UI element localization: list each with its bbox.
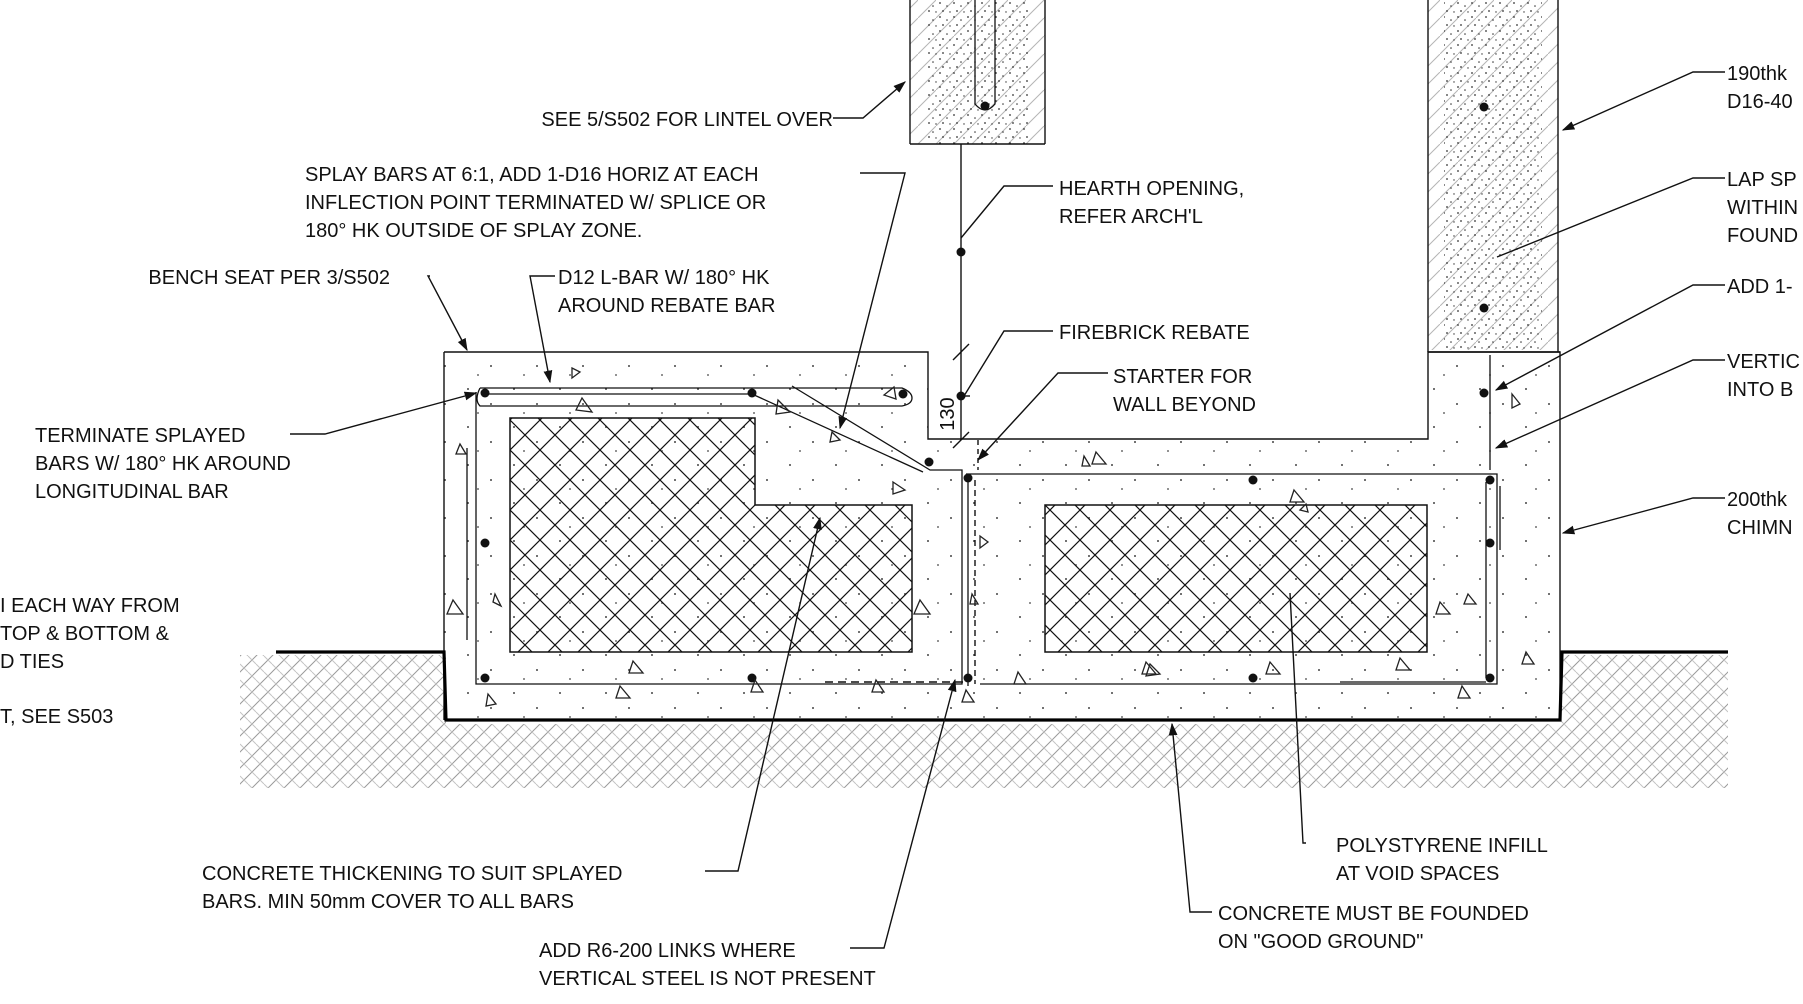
note-starter-line-2: WALL BEYOND: [1113, 394, 1256, 416]
note-founded-line-2: ON "GOOD GROUND": [1218, 931, 1423, 953]
note-190thk-line-2: D16-40: [1727, 91, 1793, 113]
note-each-way-line-3: D TIES: [0, 651, 64, 673]
note-poly-line-2: AT VOID SPACES: [1336, 863, 1499, 885]
note-splay-line-3: 180° HK OUTSIDE OF SPLAY ZONE.: [305, 220, 642, 242]
note-each-way-line-2: TOP & BOTTOM &: [0, 623, 170, 645]
dimension-label: 130: [937, 397, 959, 430]
note-add1: ADD 1-: [1727, 276, 1793, 298]
note-thickening-line-1: CONCRETE THICKENING TO SUIT SPLAYED: [202, 863, 622, 885]
polystyrene-void-left: [509, 417, 913, 653]
note-terminate-line-1: TERMINATE SPLAYED: [35, 425, 245, 447]
wall-left-blockwork: [909, 0, 1046, 145]
note-190thk-line-1: 190thk: [1727, 63, 1788, 85]
note-bench: BENCH SEAT PER 3/S502: [148, 267, 390, 289]
note-lap-line-2: WITHIN: [1727, 197, 1798, 219]
note-splay-line-2: INFLECTION POINT TERMINATED W/ SPLICE OR: [305, 192, 766, 214]
leader-lines: [290, 71, 1725, 949]
note-lbar-line-2: AROUND REBATE BAR: [558, 295, 775, 317]
note-see-s503: T, SEE S503: [0, 706, 113, 728]
note-lintel: SEE 5/S502 FOR LINTEL OVER: [541, 109, 833, 131]
note-founded-line-1: CONCRETE MUST BE FOUNDED: [1218, 903, 1529, 925]
note-links-line-2: VERTICAL STEEL IS NOT PRESENT: [539, 968, 876, 990]
note-vertical-line-1: VERTIC: [1727, 351, 1800, 373]
ground-line: [276, 650, 1728, 722]
note-thickening-line-2: BARS. MIN 50mm COVER TO ALL BARS: [202, 891, 574, 913]
note-lap-line-3: FOUND: [1727, 225, 1798, 247]
note-hearth-line-2: REFER ARCH'L: [1059, 206, 1203, 228]
note-firebrick: FIREBRICK REBATE: [1059, 322, 1250, 344]
ground-hatch: [240, 655, 1728, 788]
wall-right-blockwork: [1427, 0, 1559, 352]
note-links-line-1: ADD R6-200 LINKS WHERE: [539, 940, 796, 962]
note-lap-line-1: LAP SP: [1727, 169, 1797, 191]
note-splay-line-1: SPLAY BARS AT 6:1, ADD 1-D16 HORIZ AT EA…: [305, 164, 759, 186]
note-starter-line-1: STARTER FOR: [1113, 366, 1252, 388]
note-lbar-line-1: D12 L-BAR W/ 180° HK: [558, 267, 770, 289]
note-200thk-line-1: 200thk: [1727, 489, 1788, 511]
annotation-notes: SEE 5/S502 FOR LINTEL OVER SPLAY BARS AT…: [0, 63, 1800, 990]
dimension-130: 130: [937, 144, 970, 449]
note-vertical-line-2: INTO B: [1727, 379, 1793, 401]
note-terminate-line-2: BARS W/ 180° HK AROUND: [35, 453, 291, 475]
note-200thk-line-2: CHIMN: [1727, 517, 1793, 539]
aggregate-marks: [446, 366, 1536, 707]
polystyrene-void-right: [1044, 504, 1428, 653]
note-terminate-line-3: LONGITUDINAL BAR: [35, 481, 229, 503]
note-poly-line-1: POLYSTYRENE INFILL: [1336, 835, 1548, 857]
note-hearth-line-1: HEARTH OPENING,: [1059, 178, 1244, 200]
note-each-way-line-1: I EACH WAY FROM: [0, 595, 180, 617]
